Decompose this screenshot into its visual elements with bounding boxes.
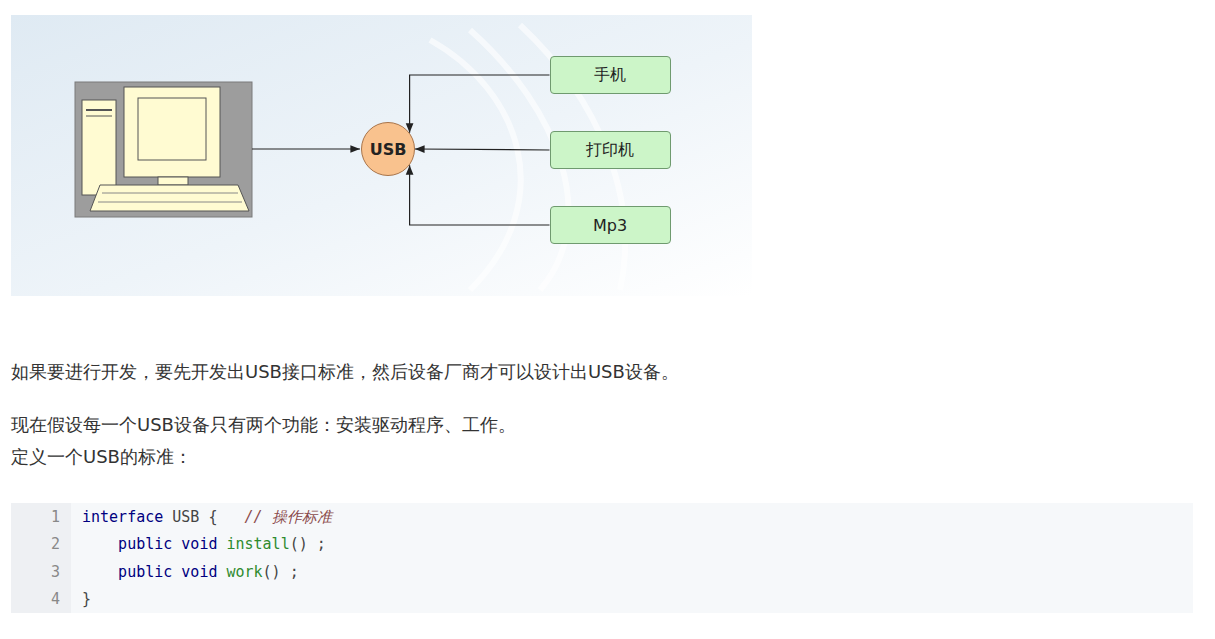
connector-arrow <box>415 149 550 150</box>
panel-ground <box>11 15 752 296</box>
paragraph-text: 现在假设每一个USB设备只有两个功能：安装驱动程序、工作。 <box>11 413 516 437</box>
paragraph-text: 如果要进行开发，要先开发出USB接口标准，然后设备厂商才可以设计出USB设备。 <box>11 360 679 384</box>
code-token: install <box>226 535 289 553</box>
interface-name: USB <box>370 140 407 159</box>
code-token: () ; <box>263 563 299 581</box>
computer-icon <box>75 82 252 217</box>
code-line: public void work() ; <box>82 562 299 582</box>
code-token: public void <box>118 535 217 553</box>
code-line: interface USB { // 操作标准 <box>82 507 332 527</box>
connector-arrow <box>410 165 550 225</box>
device-box: 手机 <box>550 56 671 94</box>
device-box: Mp3 <box>550 206 671 244</box>
line-number: 3 <box>30 562 60 582</box>
connector-arrow <box>410 75 550 133</box>
computer-link <box>252 148 360 149</box>
device-box: 打印机 <box>550 131 671 169</box>
device-name: 手机 <box>594 65 626 86</box>
usb-circle: USB <box>361 122 415 176</box>
device-name: 打印机 <box>586 140 634 161</box>
paragraph-text: 定义一个USB的标准： <box>11 445 192 469</box>
line-number: 1 <box>30 507 60 527</box>
line-number: 2 <box>30 534 60 554</box>
code-line: } <box>82 589 91 609</box>
line-number: 4 <box>30 589 60 609</box>
code-token: } <box>82 590 91 608</box>
device-name: Mp3 <box>593 216 627 235</box>
code-line: public void install() ; <box>82 534 326 554</box>
code-ground <box>71 503 1193 613</box>
code-token: USB { <box>172 508 217 526</box>
code-token: public void <box>118 563 217 581</box>
code-token: // 操作标准 <box>245 508 332 526</box>
code-token: () ; <box>290 535 326 553</box>
code-gutter <box>11 503 71 613</box>
code-token: interface <box>82 508 163 526</box>
code-token: work <box>226 563 262 581</box>
